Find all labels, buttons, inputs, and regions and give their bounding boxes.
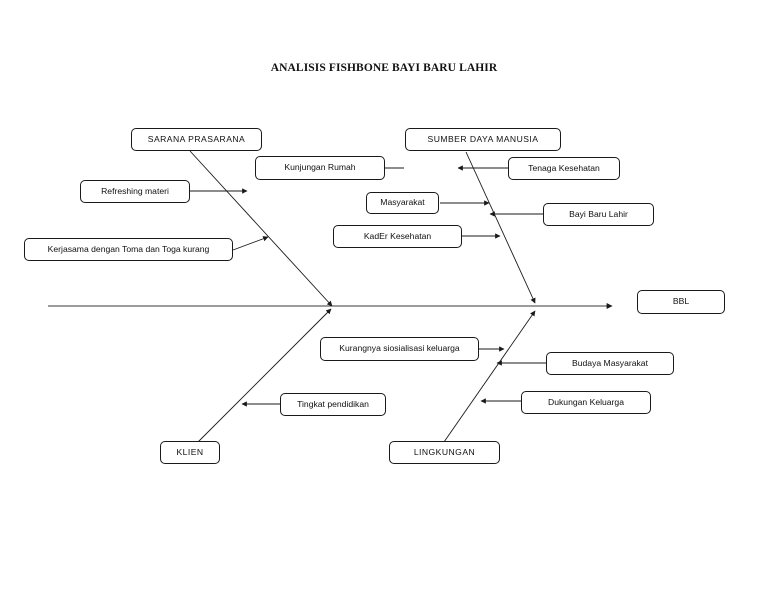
cause-box-kurangnya-sosialisasi[interactable]: Kurangnya siosialisasi keluarga	[320, 337, 479, 361]
cause-label-masyarakat: Masyarakat	[380, 197, 425, 208]
bone-klien	[195, 308, 332, 445]
cause-label-refreshing-materi: Refreshing materi	[101, 185, 169, 196]
cause-box-dukungan-keluarga[interactable]: Dukungan Keluarga	[521, 391, 651, 414]
cause-label-kerjasama-toma-toga: Kerjasama dengan Toma dan Toga kurang	[47, 243, 210, 254]
category-box-lingkungan[interactable]: LINGKUNGAN	[389, 441, 500, 464]
bone-lingkungan	[443, 310, 536, 443]
cause-label-dukungan-keluarga: Dukungan Keluarga	[548, 396, 624, 407]
cause-box-kunjungan-rumah[interactable]: Kunjungan Rumah	[255, 156, 385, 180]
cause-label-budaya-masyarakat: Budaya Masyarakat	[572, 357, 648, 368]
category-box-sarana-prasarana[interactable]: SARANA PRASARANA	[131, 128, 262, 151]
cause-label-kunjungan-rumah: Kunjungan Rumah	[284, 162, 356, 173]
cause-box-tingkat-pendidikan[interactable]: Tingkat pendidikan	[280, 393, 386, 416]
category-label-lingkungan: LINGKUNGAN	[413, 446, 476, 457]
category-label-sarana-prasarana: SARANA PRASARANA	[147, 133, 246, 144]
cause-box-budaya-masyarakat[interactable]: Budaya Masyarakat	[546, 352, 674, 375]
cause-box-masyarakat[interactable]: Masyarakat	[366, 192, 439, 214]
category-label-sumber-daya-manusia: SUMBER DAYA MANUSIA	[427, 133, 539, 144]
effect-label-bbl: BBL	[672, 296, 690, 307]
bone-sumber-daya-manusia	[465, 151, 536, 304]
effect-box-bbl[interactable]: BBL	[637, 290, 725, 314]
cause-label-tingkat-pendidikan: Tingkat pendidikan	[297, 398, 369, 409]
category-box-klien[interactable]: KLIEN	[160, 441, 220, 464]
cause-label-bayi-baru-lahir: Bayi Baru Lahir	[569, 208, 628, 219]
bone-sarana-prasarana	[189, 150, 333, 307]
cause-label-kader-kesehatan: KadEr Kesehatan	[363, 230, 432, 241]
cause-label-kurangnya-sosialisasi: Kurangnya siosialisasi keluarga	[339, 343, 460, 354]
cause-box-refreshing-materi[interactable]: Refreshing materi	[80, 180, 190, 203]
category-box-sumber-daya-manusia[interactable]: SUMBER DAYA MANUSIA	[405, 128, 561, 151]
connector-kerjasama-toma-toga	[232, 236, 269, 251]
cause-box-bayi-baru-lahir[interactable]: Bayi Baru Lahir	[543, 203, 654, 226]
category-label-klien: KLIEN	[176, 446, 204, 457]
cause-box-kerjasama-toma-toga[interactable]: Kerjasama dengan Toma dan Toga kurang	[24, 238, 233, 261]
cause-box-tenaga-kesehatan[interactable]: Tenaga Kesehatan	[508, 157, 620, 180]
cause-label-tenaga-kesehatan: Tenaga Kesehatan	[528, 162, 600, 173]
cause-box-kader-kesehatan[interactable]: KadEr Kesehatan	[333, 225, 462, 248]
diagram-title: ANALISIS FISHBONE BAYI BARU LAHIR	[270, 62, 498, 74]
